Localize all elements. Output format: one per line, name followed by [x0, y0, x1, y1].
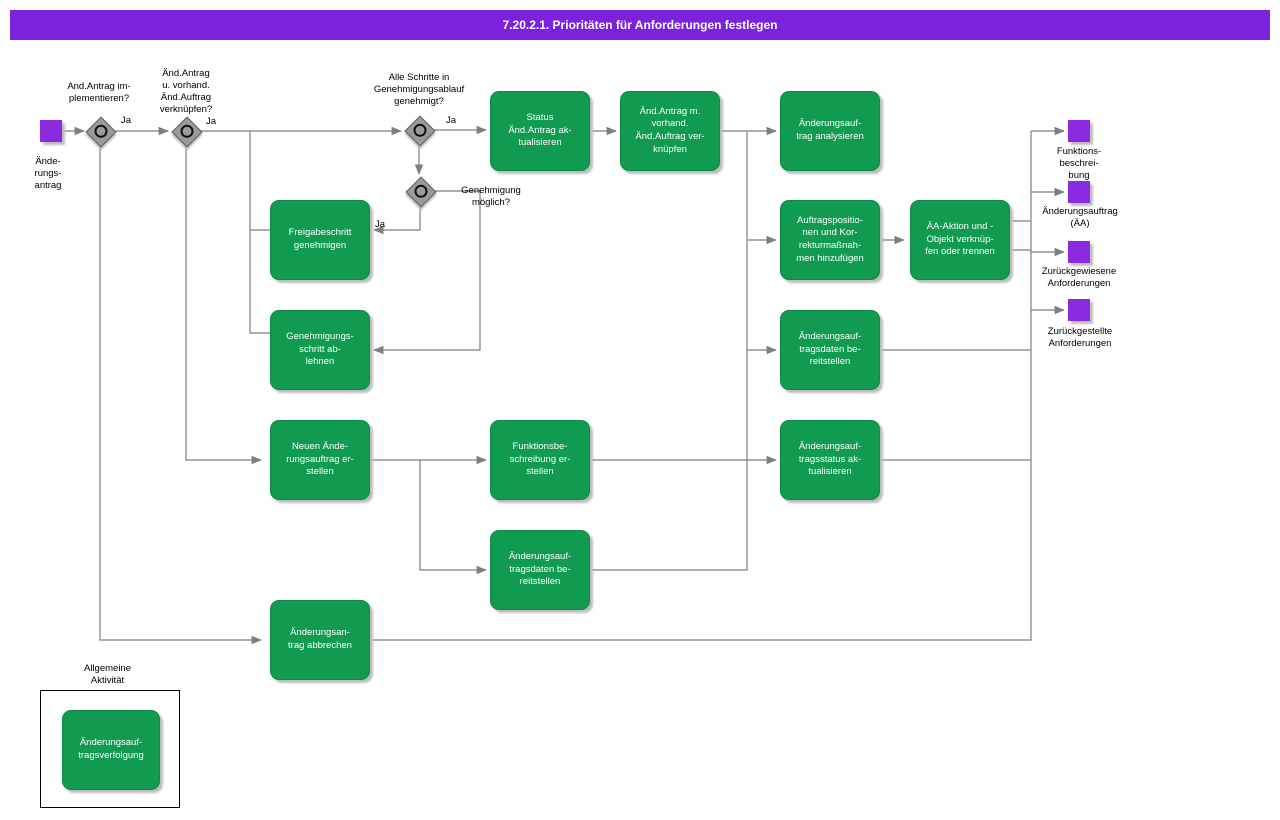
or-connector-icon	[411, 181, 431, 200]
page-title-bar: 7.20.2.1. Prioritäten für Anforderungen …	[10, 10, 1270, 40]
activity-auftragsdaten-bereitstellen-2[interactable]: Änderungsauf- tragsdaten be- reitstellen	[490, 530, 590, 610]
output-event-aenderungsauftrag[interactable]	[1068, 181, 1090, 203]
activity-auftragsstatus-aktualisieren[interactable]: Änderungsauf- tragsstatus ak- tualisiere…	[780, 420, 880, 500]
activity-auftragspositionen[interactable]: Auftragspositio- nen und Kor- rekturmaßn…	[780, 200, 880, 280]
decision-label-verknuepfen: Änd.Antrag u. vorhand. Änd.Auftrag verkn…	[159, 68, 213, 116]
start-event-label: Ände- rungs- antrag	[34, 156, 62, 192]
output-label-zurueckgestellte: Zurückgestellte Anforderungen	[1047, 326, 1113, 350]
decision-label-genehmigung: Genehmigung möglich?	[461, 185, 521, 209]
branch-label-ja-1: Ja	[121, 115, 132, 126]
start-event-square[interactable]	[40, 120, 62, 142]
or-connector-icon	[410, 120, 430, 139]
activity-freigabeschritt-genehmigen[interactable]: Freigabeschritt genehmigen	[270, 200, 370, 280]
output-label-zurueckgewiesene: Zurückgewiesene Anforderungen	[1041, 266, 1117, 290]
output-label-funktionsbeschreibung: Funktions- beschrei- bung	[1056, 146, 1102, 182]
activity-antrag-verknuepfen[interactable]: Änd.Antrag m. vorhand. Änd.Auftrag ver- …	[620, 91, 720, 171]
activity-status-aktualisieren[interactable]: Status Änd.Antrag ak- tualisieren	[490, 91, 590, 171]
output-event-funktionsbeschreibung[interactable]	[1068, 120, 1090, 142]
or-connector-icon	[177, 121, 197, 140]
activity-funktionsbeschreibung-erstellen[interactable]: Funktionsbe- schreibung er- stellen	[490, 420, 590, 500]
or-connector-icon	[91, 121, 111, 140]
activity-auftragsverfolgung[interactable]: Änderungsauf- tragsverfolgung	[62, 710, 160, 790]
branch-label-ja-4: Ja	[375, 219, 386, 230]
activity-genehmigungsschritt-ablehnen[interactable]: Genehmigungs- schritt ab- lehnen	[270, 310, 370, 390]
decision-label-implementieren: And.Antrag im- plementieren?	[67, 81, 131, 105]
legend-title: Allgemeine Aktivität	[84, 663, 131, 687]
activity-auftragsdaten-bereitstellen-1[interactable]: Änderungsauf- tragsdaten be- reitstellen	[780, 310, 880, 390]
output-label-aenderungsauftrag: Änderungsauftrag (ÄA)	[1042, 206, 1118, 230]
branch-label-ja-3: Ja	[446, 115, 457, 126]
activity-auftrag-analysieren[interactable]: Änderungsauf- trag analysieren	[780, 91, 880, 171]
output-event-zurueckgewiesene[interactable]	[1068, 241, 1090, 263]
decision-label-alle-schritte: Alle Schritte in Genehmigungsablauf gene…	[373, 72, 465, 108]
activity-neuen-auftrag-erstellen[interactable]: Neuen Ände- rungsauftrag er- stellen	[270, 420, 370, 500]
output-event-zurueckgestellte[interactable]	[1068, 299, 1090, 321]
activity-aa-aktion-objekt[interactable]: ÄA-Aktion und - Objekt verknüp- fen oder…	[910, 200, 1010, 280]
branch-label-ja-2: Ja	[206, 116, 217, 127]
page-title: 7.20.2.1. Prioritäten für Anforderungen …	[502, 18, 778, 32]
activity-antrag-abbrechen[interactable]: Änderungsan- trag abbrechen	[270, 600, 370, 680]
